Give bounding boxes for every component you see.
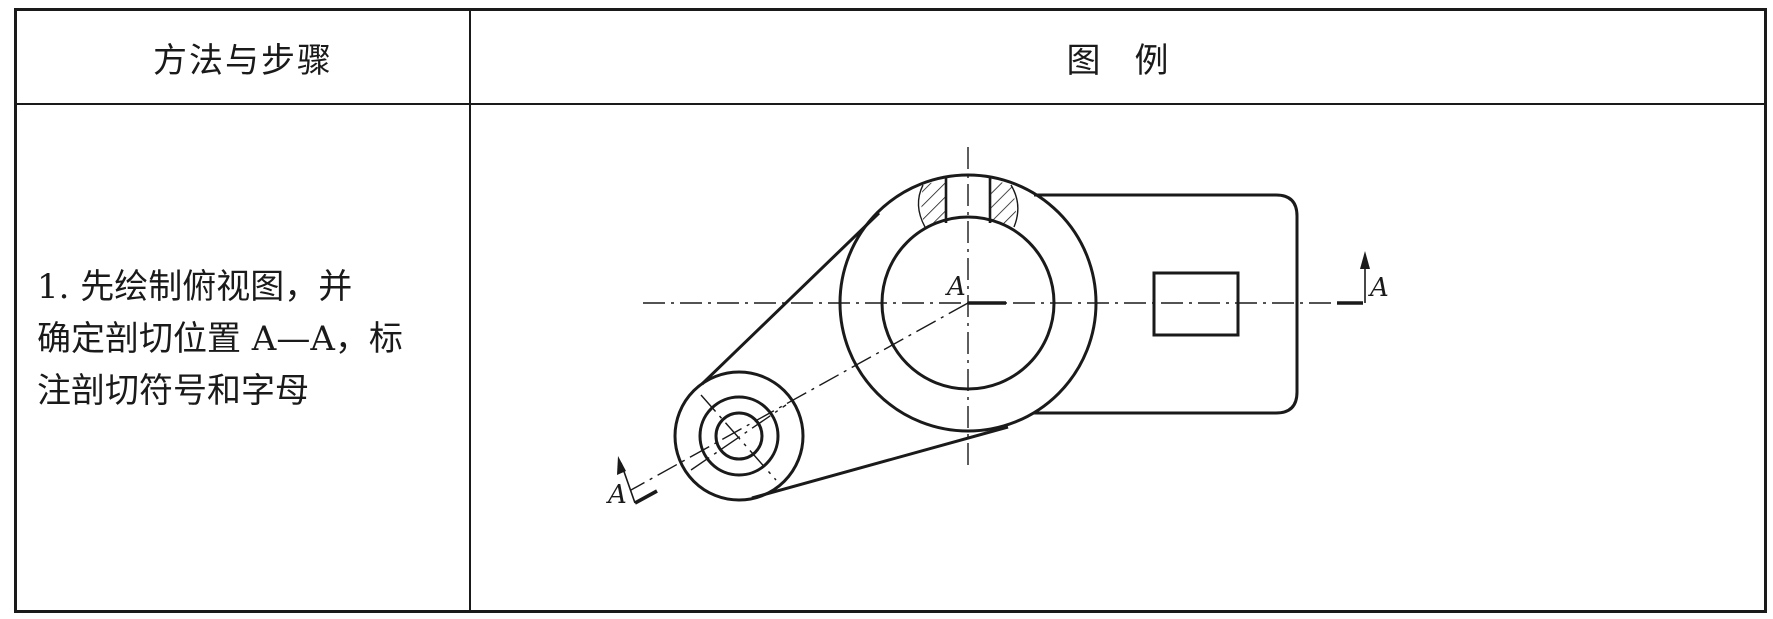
method-table: 方法与步骤 图 例 1. 先绘制俯视图，并 确定剖切位置 A—A，标 注剖切符号… (14, 8, 1767, 613)
step-description: 1. 先绘制俯视图，并 确定剖切位置 A—A，标 注剖切符号和字母 (37, 261, 457, 417)
header-method-steps: 方法与步骤 (153, 40, 333, 81)
small-hub-middle-circle (698, 395, 780, 477)
step-line-1: 1. 先绘制俯视图，并 (37, 267, 353, 307)
section-letter-right: A (1368, 273, 1389, 303)
broken-section-hatch (917, 177, 1019, 228)
step-line-2: 确定剖切位置 A—A，标 (37, 319, 403, 359)
header-divider (17, 103, 1764, 105)
right-arm-outline (1034, 193, 1299, 415)
section-letter-center: A (945, 272, 966, 302)
top-view-drawing: A A A (606, 147, 1389, 510)
header-example-char-2: 例 (1134, 40, 1169, 81)
center-lines (630, 147, 1331, 491)
arrow-head-right (1360, 251, 1370, 269)
column-divider (469, 11, 471, 610)
step-line-3: 注剖切符号和字母 (37, 371, 309, 411)
arrow-head-left (617, 456, 626, 475)
rectangular-slot (1152, 271, 1240, 337)
inclined-center-line (630, 302, 969, 491)
part-outline (673, 173, 1299, 502)
lower-tangent-line (751, 425, 1009, 500)
cutting-plane-end-mark-left (634, 489, 658, 505)
main-hub-outer-circle (838, 173, 1098, 433)
header-example-char-1: 图 (1066, 40, 1101, 81)
upper-tangent-line (700, 211, 881, 386)
header-example: 图 例 (471, 11, 1764, 103)
small-hub-bore-circle (714, 411, 764, 461)
small-hub-outer-circle (673, 370, 805, 502)
cutting-plane-symbol (620, 257, 1366, 505)
arrow-heads (617, 251, 1370, 475)
example-figure: A A A (471, 105, 1764, 610)
section-letter-lower-left: A (606, 480, 627, 510)
main-hub-bore-circle (880, 215, 1056, 391)
